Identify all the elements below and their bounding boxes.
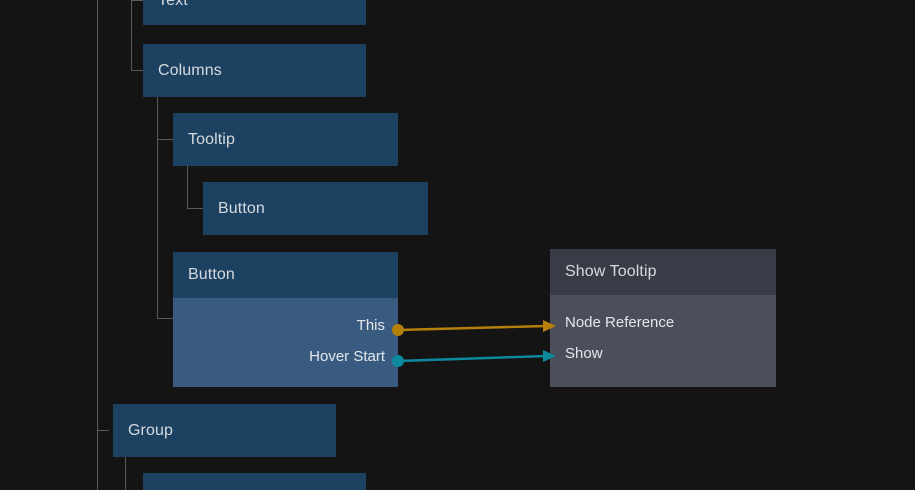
tree-line-group-branch [97, 430, 109, 431]
node-title: Text [143, 0, 366, 25]
tree-node-columns[interactable]: Columns [143, 44, 366, 97]
connection-this-to-node-reference[interactable] [392, 320, 556, 336]
tree-node-partial-bottom[interactable] [143, 473, 366, 490]
node-title: Group [113, 404, 336, 457]
node-title: Show Tooltip [550, 249, 776, 295]
node-title: Button [203, 182, 428, 235]
connection-hover-start-to-show[interactable] [392, 350, 556, 367]
tree-line-columns-branch [131, 70, 143, 71]
tree-line-button-branch [157, 318, 173, 319]
tree-node-button-child[interactable]: Button [203, 182, 428, 235]
tree-node-group[interactable]: Group [113, 404, 336, 457]
tree-line-columns-spine [131, 0, 132, 70]
tree-node-text[interactable]: Text [143, 0, 366, 25]
node-title [143, 473, 366, 490]
tree-line-tooltip-spine [157, 97, 158, 319]
tree-line-button-child-branch [187, 208, 203, 209]
input-port-show[interactable]: Show [565, 345, 603, 362]
tree-line-tooltip-branch [157, 139, 173, 140]
output-port-this[interactable]: This [356, 317, 385, 334]
tree-line-text-branch [131, 0, 143, 1]
output-port-hover-start[interactable]: Hover Start [309, 348, 385, 365]
node-title: Columns [143, 44, 366, 97]
node-title: Tooltip [173, 113, 398, 166]
tree-line-root-spine [97, 0, 98, 490]
node-title: Button [173, 252, 398, 298]
tree-line-group-child-spine [125, 457, 126, 490]
input-port-node-reference[interactable]: Node Reference [565, 314, 675, 331]
tree-node-tooltip[interactable]: Tooltip [173, 113, 398, 166]
tree-line-button-child-spine [187, 166, 188, 209]
wire-line [397, 324, 547, 332]
wire-line [397, 354, 547, 363]
